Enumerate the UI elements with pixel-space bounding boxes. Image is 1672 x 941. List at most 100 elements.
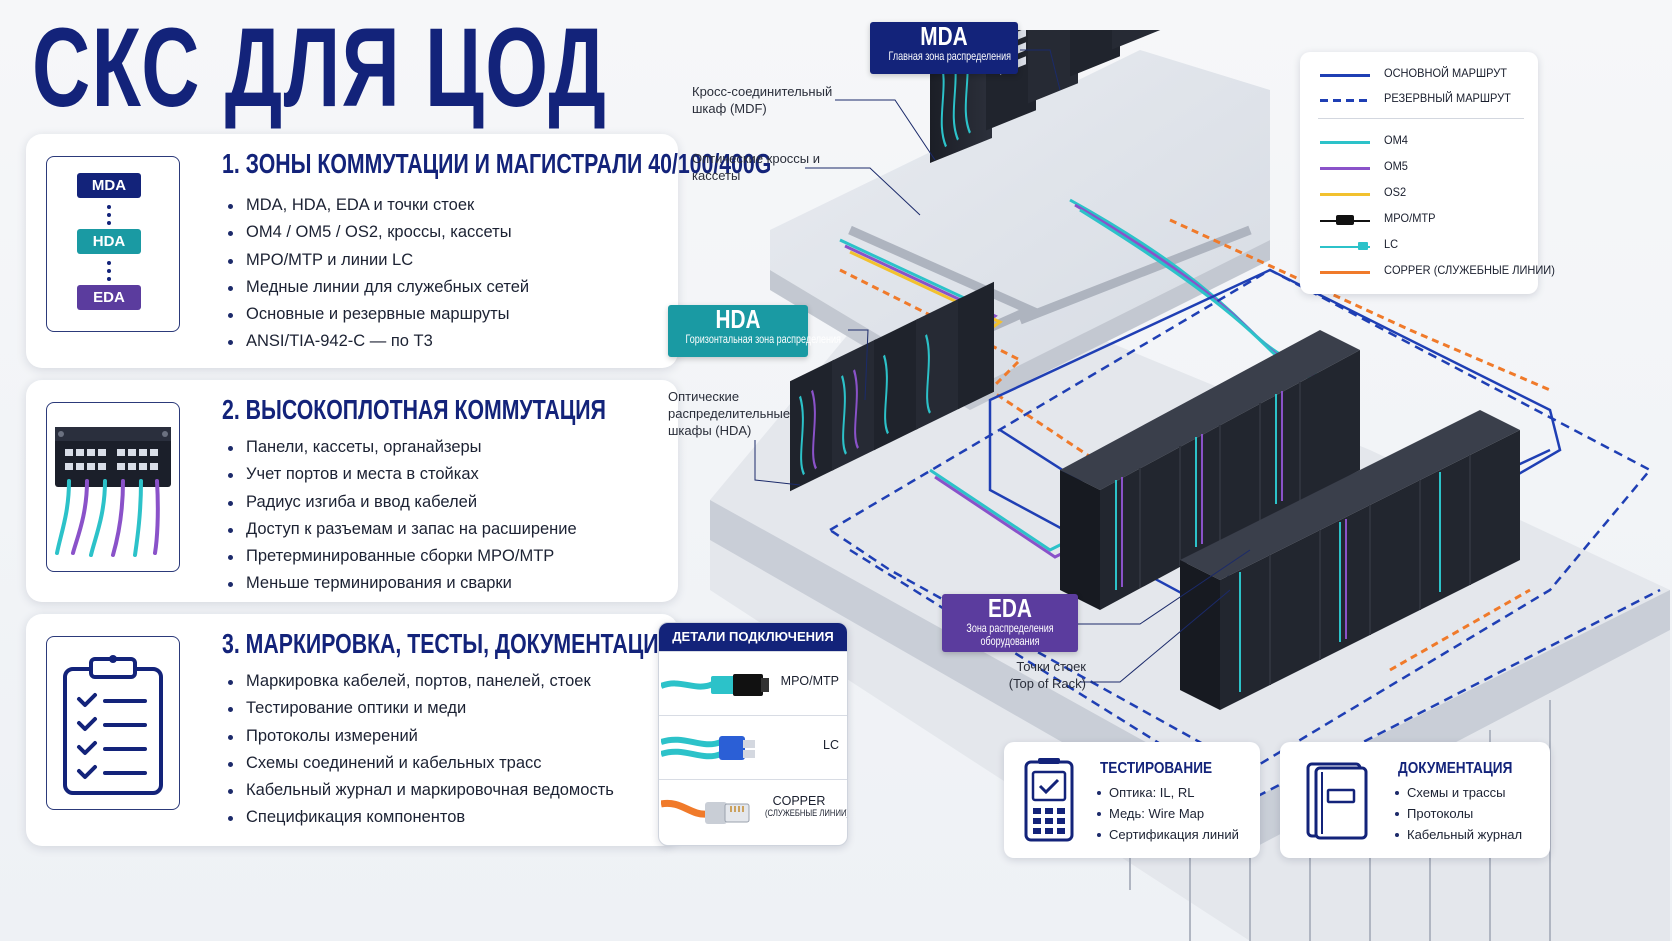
legend-label: COPPER (СЛУЖЕБНЫЕ ЛИНИИ) <box>1384 263 1555 277</box>
legend-label: РЕЗЕРВНЫЙ МАРШРУТ <box>1384 91 1511 105</box>
zone-connector-dots <box>107 205 111 229</box>
callout-leaders <box>754 49 1251 683</box>
list-item: Схемы соединений и кабельных трасс <box>226 750 614 777</box>
legend-label: OS2 <box>1384 185 1407 199</box>
list-item: Кабельный журнал и маркировочная ведомос… <box>226 777 614 804</box>
binder-icon <box>1306 762 1368 840</box>
mpo-connector-icon <box>1336 215 1354 225</box>
section-card-density: 2. ВЫСОКОПЛОТНАЯ КОММУТАЦИЯ Панели, касс… <box>26 380 678 602</box>
hda-rack-row <box>790 281 994 492</box>
eda-tag-subtitle: Зона распределения оборудования <box>966 621 1054 648</box>
lc-cable-icon <box>661 736 755 760</box>
list-item: Претерминированные сборки MPO/MTP <box>226 543 577 570</box>
mda-tag: MDA Главная зона распределения <box>870 22 1018 74</box>
section-list: Панели, кассеты, органайзеры Учет портов… <box>226 434 577 598</box>
lc-connector-icon <box>1358 242 1368 250</box>
list-item: Протоколы измерений <box>226 723 614 750</box>
legend-swatch <box>1320 193 1370 196</box>
section-title: 3. МАРКИРОВКА, ТЕСТЫ, ДОКУМЕНТАЦИЯ <box>222 628 674 659</box>
list-item: MPO/MTP и линии LC <box>226 247 529 274</box>
section-title: 2. ВЫСОКОПЛОТНАЯ КОММУТАЦИЯ <box>222 394 606 425</box>
detail-label-mpo: MPO/MTP <box>780 674 839 688</box>
testing-title: ТЕСТИРОВАНИЕ <box>1100 760 1213 777</box>
legend-label: OM4 <box>1384 133 1408 147</box>
legend-swatch <box>1320 99 1370 102</box>
section-card-zones: MDA HDA EDA 1. ЗОНЫ КОММУТАЦИИ И МАГИСТР… <box>26 134 771 368</box>
hda-tag-title: HDA <box>715 304 761 334</box>
list-item: Радиус изгиба и ввод кабелей <box>226 489 577 516</box>
detail-row-copper: COPPER (СЛУЖЕБНЫЕ ЛИНИИ) <box>659 779 848 845</box>
legend-swatch <box>1320 74 1370 77</box>
testing-panel: ТЕСТИРОВАНИЕ Оптика: IL, RL Медь: Wire M… <box>1004 742 1260 858</box>
list-item: Схемы и трассы <box>1394 782 1522 803</box>
list-item: Оптика: IL, RL <box>1096 782 1239 803</box>
list-item: Спецификация компонентов <box>226 804 614 831</box>
legend-swatch <box>1320 271 1370 274</box>
legend-label: MPO/MTP <box>1384 211 1436 225</box>
documentation-panel: ДОКУМЕНТАЦИЯ Схемы и трассы Протоколы Ка… <box>1280 742 1550 858</box>
connection-details-title: ДЕТАЛИ ПОДКЛЮЧЕНИЯ <box>659 623 847 651</box>
legend-swatch <box>1320 167 1370 170</box>
legend-divider <box>1318 118 1524 119</box>
patch-panel-icon <box>46 402 180 572</box>
list-item: Меньше терминирования и сварки <box>226 570 577 597</box>
callout-hda-cabinets: Оптические распределительные шкафы (HDA) <box>668 389 791 438</box>
list-item: Сертификация линий <box>1096 824 1239 845</box>
legend-label: LC <box>1384 237 1399 251</box>
list-item: Медные линии для служебных сетей <box>226 274 529 301</box>
hda-tag: HDA Горизонтальная зона распределения <box>668 304 841 357</box>
list-item: Кабельный журнал <box>1394 824 1522 845</box>
mda-tag-title: MDA <box>920 21 968 51</box>
documentation-title: ДОКУМЕНТАЦИЯ <box>1398 760 1513 777</box>
clipboard-icon <box>46 636 180 810</box>
zone-connector-dots <box>107 261 111 285</box>
list-item: Панели, кассеты, органайзеры <box>226 434 577 461</box>
legend-label: OM5 <box>1384 159 1408 173</box>
legend-label: ОСНОВНОЙ МАРШРУТ <box>1384 66 1507 80</box>
copper-cable-icon <box>661 799 750 824</box>
callout-mdf: Кросс-соединительный шкаф (MDF) <box>692 84 833 116</box>
list-item: Маркировка кабелей, портов, панелей, сто… <box>226 668 614 695</box>
list-item: OM4 / OM5 / OS2, кроссы, кассеты <box>226 219 529 246</box>
detail-row-lc: LC <box>659 715 847 780</box>
detail-row-mpo: MPO/MTP <box>659 651 847 716</box>
section-list: MDA, HDA, EDA и точки стоек OM4 / OM5 / … <box>226 192 529 356</box>
legend-swatch <box>1320 141 1370 144</box>
detail-label-copper-subtitle: (СЛУЖЕБНЫЕ ЛИНИИ) <box>765 808 848 818</box>
list-item: Учет портов и места в стойках <box>226 461 577 488</box>
detail-label-copper: COPPER (СЛУЖЕБНЫЕ ЛИНИИ) <box>759 794 848 818</box>
detail-label-copper-title: COPPER <box>772 794 826 808</box>
list-item: ANSI/TIA-942-C — по Т3 <box>226 328 529 355</box>
patch-panel-illustration <box>55 427 171 557</box>
eda-rack-rows <box>1060 330 1520 710</box>
section-list: Маркировка кабелей, портов, панелей, сто… <box>226 668 614 832</box>
documentation-list: Схемы и трассы Протоколы Кабельный журна… <box>1394 782 1522 845</box>
detail-label-lc: LC <box>823 738 839 752</box>
legend: ОСНОВНОЙ МАРШРУТ РЕЗЕРВНЫЙ МАРШРУТ OM4 O… <box>1300 52 1555 294</box>
main-title: СКС ДЛЯ ЦОД <box>32 5 608 130</box>
list-item: Протоколы <box>1394 803 1522 824</box>
list-item: MDA, HDA, EDA и точки стоек <box>226 192 529 219</box>
eda-tag-title: EDA <box>988 593 1032 623</box>
section-card-labeling: 3. МАРКИРОВКА, ТЕСТЫ, ДОКУМЕНТАЦИЯ Марки… <box>26 614 678 846</box>
eda-tag: EDA Зона распределения оборудования <box>942 594 1078 652</box>
zones-icon: MDA HDA EDA <box>46 156 180 332</box>
section-title: 1. ЗОНЫ КОММУТАЦИИ И МАГИСТРАЛИ 40/100/4… <box>222 148 772 179</box>
mpo-cable-icon <box>661 674 769 696</box>
list-item: Доступ к разъемам и запас на расширение <box>226 516 577 543</box>
callout-top-of-rack: Точки стоек (Top of Rack) <box>1008 659 1086 691</box>
mda-tag-subtitle: Главная зона распределения <box>888 49 1012 63</box>
list-item: Тестирование оптики и меди <box>226 695 614 722</box>
zone-chip-hda: HDA <box>77 229 141 254</box>
testing-list: Оптика: IL, RL Медь: Wire Map Сертификац… <box>1096 782 1239 845</box>
legend-swatch <box>1320 246 1370 248</box>
list-item: Основные и резервные маршруты <box>226 301 529 328</box>
connection-details-panel: ДЕТАЛИ ПОДКЛЮЧЕНИЯ MPO/MTP LC <box>658 622 848 846</box>
list-item: Медь: Wire Map <box>1096 803 1239 824</box>
zone-chip-eda: EDA <box>77 285 141 310</box>
hda-tag-subtitle: Горизонтальная зона распределения <box>685 332 841 346</box>
tester-device-icon <box>1024 758 1074 842</box>
clipboard-checklist-illustration <box>63 655 163 795</box>
callout-crosses: Оптические кроссы и кассеты <box>692 151 821 183</box>
